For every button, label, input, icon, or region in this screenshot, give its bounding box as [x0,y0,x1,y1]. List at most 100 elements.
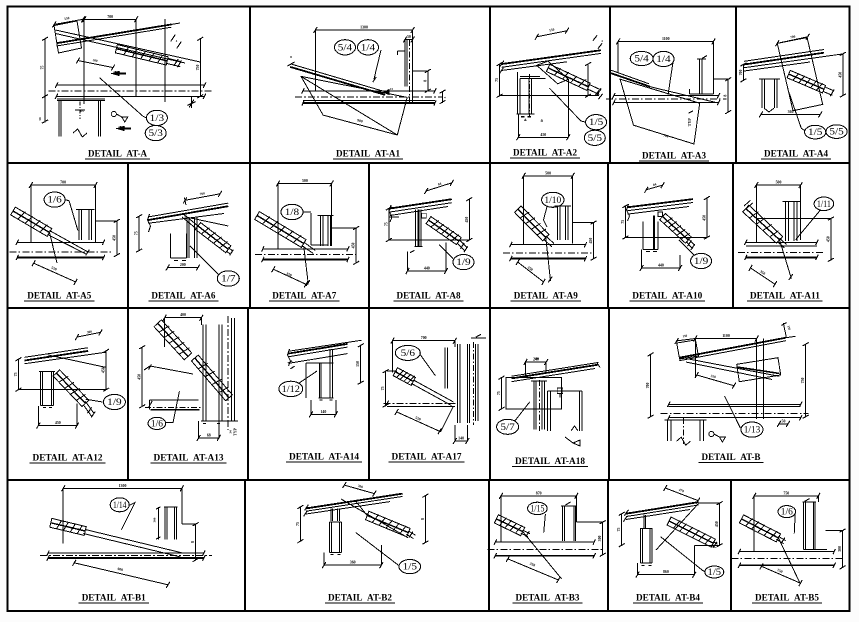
svg-text:440: 440 [424,267,430,271]
svg-text:DETAIL AT-B3: DETAIL AT-B3 [516,593,580,603]
svg-text:900: 900 [357,118,364,123]
svg-text:450: 450 [112,235,116,241]
svg-text:DETAIL AT-B4: DETAIL AT-B4 [636,593,700,603]
svg-text:1/13: 1/13 [744,425,761,435]
svg-text:1100: 1100 [722,334,730,338]
svg-text:450: 450 [138,374,142,380]
svg-text:450: 450 [102,367,106,373]
svg-text:750: 750 [776,568,783,574]
svg-text:84: 84 [437,182,442,187]
svg-text:140: 140 [458,437,464,441]
svg-text:150: 150 [64,16,70,21]
svg-text:4: 4 [176,39,178,43]
svg-text:5/5: 5/5 [829,127,844,137]
svg-text:450: 450 [352,242,356,248]
svg-text:240: 240 [533,357,539,361]
svg-text:DETAIL AT-A8: DETAIL AT-A8 [397,291,461,301]
svg-text:450: 450 [540,133,546,137]
svg-text:1/6: 1/6 [47,195,62,205]
svg-text:700: 700 [739,70,743,76]
svg-text:500: 500 [545,171,551,175]
svg-text:1/5: 1/5 [808,127,823,137]
svg-text:300: 300 [598,535,602,541]
svg-text:150: 150 [356,361,360,367]
svg-text:1/11: 1/11 [817,199,831,209]
svg-text:1/5: 1/5 [403,562,418,572]
svg-text:DETAIL AT-A: DETAIL AT-A [88,149,147,159]
svg-text:8: 8 [724,95,728,97]
svg-text:75: 75 [495,78,499,82]
svg-text:DETAIL AT-A6: DETAIL AT-A6 [151,291,215,301]
svg-text:700: 700 [60,181,66,185]
svg-text:860: 860 [663,570,669,574]
svg-text:1/9: 1/9 [694,256,709,266]
svg-text:450: 450 [589,238,593,244]
svg-text:450: 450 [55,421,61,425]
svg-text:75: 75 [135,231,139,235]
svg-text:≙: ≙ [524,118,527,123]
svg-text:1300: 1300 [360,26,368,30]
svg-text:DETAIL AT-A11: DETAIL AT-A11 [750,291,820,301]
svg-text:1/8: 1/8 [285,207,300,217]
svg-text:75: 75 [617,528,621,532]
svg-text:1/4: 1/4 [656,54,671,64]
svg-text:DETAIL AT-A10: DETAIL AT-A10 [632,291,702,301]
svg-text:400: 400 [180,313,186,317]
svg-text:TYP: TYP [687,118,692,127]
svg-text:8: 8 [421,518,425,520]
svg-text:300: 300 [838,546,842,552]
svg-text:440: 440 [658,263,664,267]
svg-text:50: 50 [782,419,786,423]
svg-text:DETAIL AT-A9: DETAIL AT-A9 [514,291,578,301]
svg-text:500: 500 [302,179,308,183]
svg-text:700: 700 [790,34,796,39]
svg-text:1100: 1100 [662,37,670,41]
svg-text:700: 700 [663,133,669,138]
svg-text:5/6: 5/6 [401,348,416,358]
svg-text:200: 200 [180,263,186,267]
svg-text:DETAIL AT-A5: DETAIL AT-A5 [27,291,91,301]
svg-text:75: 75 [14,372,18,376]
svg-text:DETAIL AT-B1: DETAIL AT-B1 [82,594,146,604]
svg-text:5: 5 [546,248,548,252]
svg-text:870: 870 [536,491,542,495]
svg-text:1/6: 1/6 [781,507,794,517]
svg-text:5/7: 5/7 [500,422,515,432]
svg-text:150: 150 [682,334,688,339]
svg-text:150: 150 [549,28,555,33]
svg-text:360: 360 [788,110,794,114]
svg-text:1/12: 1/12 [282,384,301,394]
svg-text:DETAIL AT-A3: DETAIL AT-A3 [642,152,706,162]
svg-text:700: 700 [646,383,650,389]
svg-text:700: 700 [199,191,205,196]
svg-text:75: 75 [381,386,385,390]
svg-text:DETAIL AT-A14: DETAIL AT-A14 [289,453,359,463]
svg-text:4: 4 [601,39,603,43]
svg-text:≙: ≙ [540,118,543,123]
svg-text:350: 350 [527,265,534,272]
svg-text:750: 750 [196,65,200,71]
svg-text:DETAIL AT-A2: DETAIL AT-A2 [513,149,577,159]
svg-text:450: 450 [838,72,842,78]
svg-text:350: 350 [529,562,536,568]
svg-text:700: 700 [107,15,113,19]
svg-text:65: 65 [80,109,84,113]
svg-text:450: 450 [826,236,830,242]
svg-text:DETAIL AT-A17: DETAIL AT-A17 [392,453,462,463]
svg-text:140: 140 [534,357,539,361]
svg-text:DETAIL AT-B2: DETAIL AT-B2 [328,594,392,604]
svg-text:75: 75 [41,66,45,70]
svg-text:5/5: 5/5 [588,133,603,143]
svg-text:75: 75 [497,391,501,395]
svg-text:1/6: 1/6 [151,418,164,428]
svg-text:750: 750 [801,377,805,383]
svg-text:450: 450 [702,215,706,221]
svg-text:68: 68 [207,433,211,437]
svg-text:550: 550 [50,266,57,272]
svg-text:1/9: 1/9 [107,397,122,407]
svg-text:8: 8 [290,55,292,59]
svg-text:140: 140 [320,410,326,414]
svg-text:450: 450 [715,521,719,527]
svg-text:5/4: 5/4 [634,54,649,64]
svg-text:75: 75 [296,522,300,526]
